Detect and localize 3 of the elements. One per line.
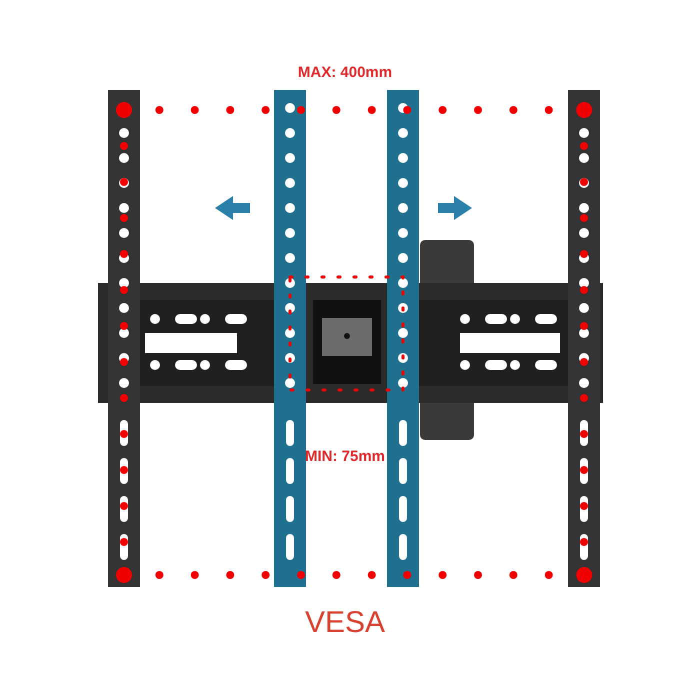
dimension-label: MIN: 75mm [304,447,386,467]
standard-label: VESA [304,605,386,641]
dimension-label: MAX: 400mm [296,63,394,83]
